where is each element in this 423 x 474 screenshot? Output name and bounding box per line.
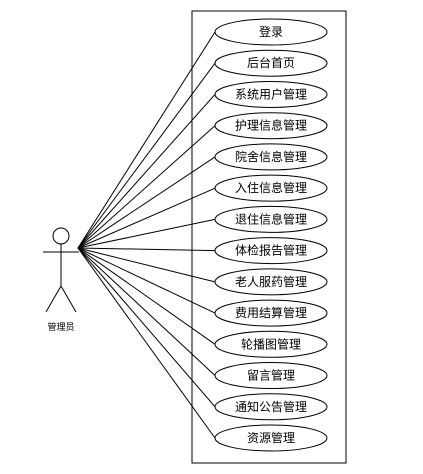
use-case-ellipse (214, 143, 328, 171)
use-case-ellipse (214, 268, 328, 296)
use-case-ellipse (214, 330, 328, 358)
association-line (77, 247, 216, 376)
association-line (77, 247, 216, 439)
use-case-ellipse (214, 174, 328, 202)
association-line (77, 247, 216, 345)
use-case-ellipse (214, 112, 328, 140)
use-case-ellipse (214, 424, 328, 452)
use-case-ellipse (214, 80, 328, 108)
use-case-ellipse (214, 49, 328, 77)
use-case-label: 资源管理 (247, 430, 295, 445)
actor-head (52, 227, 70, 245)
association-line (77, 247, 216, 314)
use-case-ellipse (214, 205, 328, 233)
association-line (77, 31, 216, 249)
use-case-label: 系统用户管理 (235, 86, 307, 101)
association-line (77, 247, 216, 252)
use-case-ellipse (214, 299, 328, 327)
system-boundary (191, 10, 347, 464)
association-line (77, 247, 216, 283)
use-case-ellipse (214, 393, 328, 421)
use-case-label: 通知公告管理 (235, 399, 307, 414)
actor-right-leg (60, 285, 77, 313)
association-line (77, 94, 216, 249)
use-case-label: 退住信息管理 (235, 211, 307, 226)
association-line (77, 125, 216, 249)
use-case-label: 院舍信息管理 (235, 149, 307, 164)
association-line (77, 187, 216, 249)
use-case-label: 老人服药管理 (235, 274, 307, 289)
use-case-ellipse (214, 237, 328, 265)
use-case-label: 登录 (259, 24, 283, 39)
use-case-label: 留言管理 (247, 368, 295, 383)
association-line (77, 218, 216, 249)
use-case-group: 登录后台首页系统用户管理护理信息管理院舍信息管理入住信息管理退住信息管理体检报告… (214, 18, 328, 452)
use-case-ellipse (214, 362, 328, 390)
use-case-label: 体检报告管理 (235, 243, 307, 258)
use-case-label: 入住信息管理 (235, 180, 307, 195)
association-lines (77, 31, 216, 439)
association-line (77, 62, 216, 249)
association-line (77, 247, 216, 408)
use-case-ellipse (214, 18, 328, 46)
actor-label: 管理员 (47, 321, 74, 333)
use-case-label: 后台首页 (247, 55, 295, 70)
actor-left-leg (45, 285, 62, 313)
use-case-label: 费用结算管理 (235, 305, 307, 320)
use-case-label: 护理信息管理 (235, 118, 307, 133)
use-case-label: 轮播图管理 (241, 336, 301, 351)
association-line (77, 156, 216, 249)
actor-figure (43, 227, 79, 313)
